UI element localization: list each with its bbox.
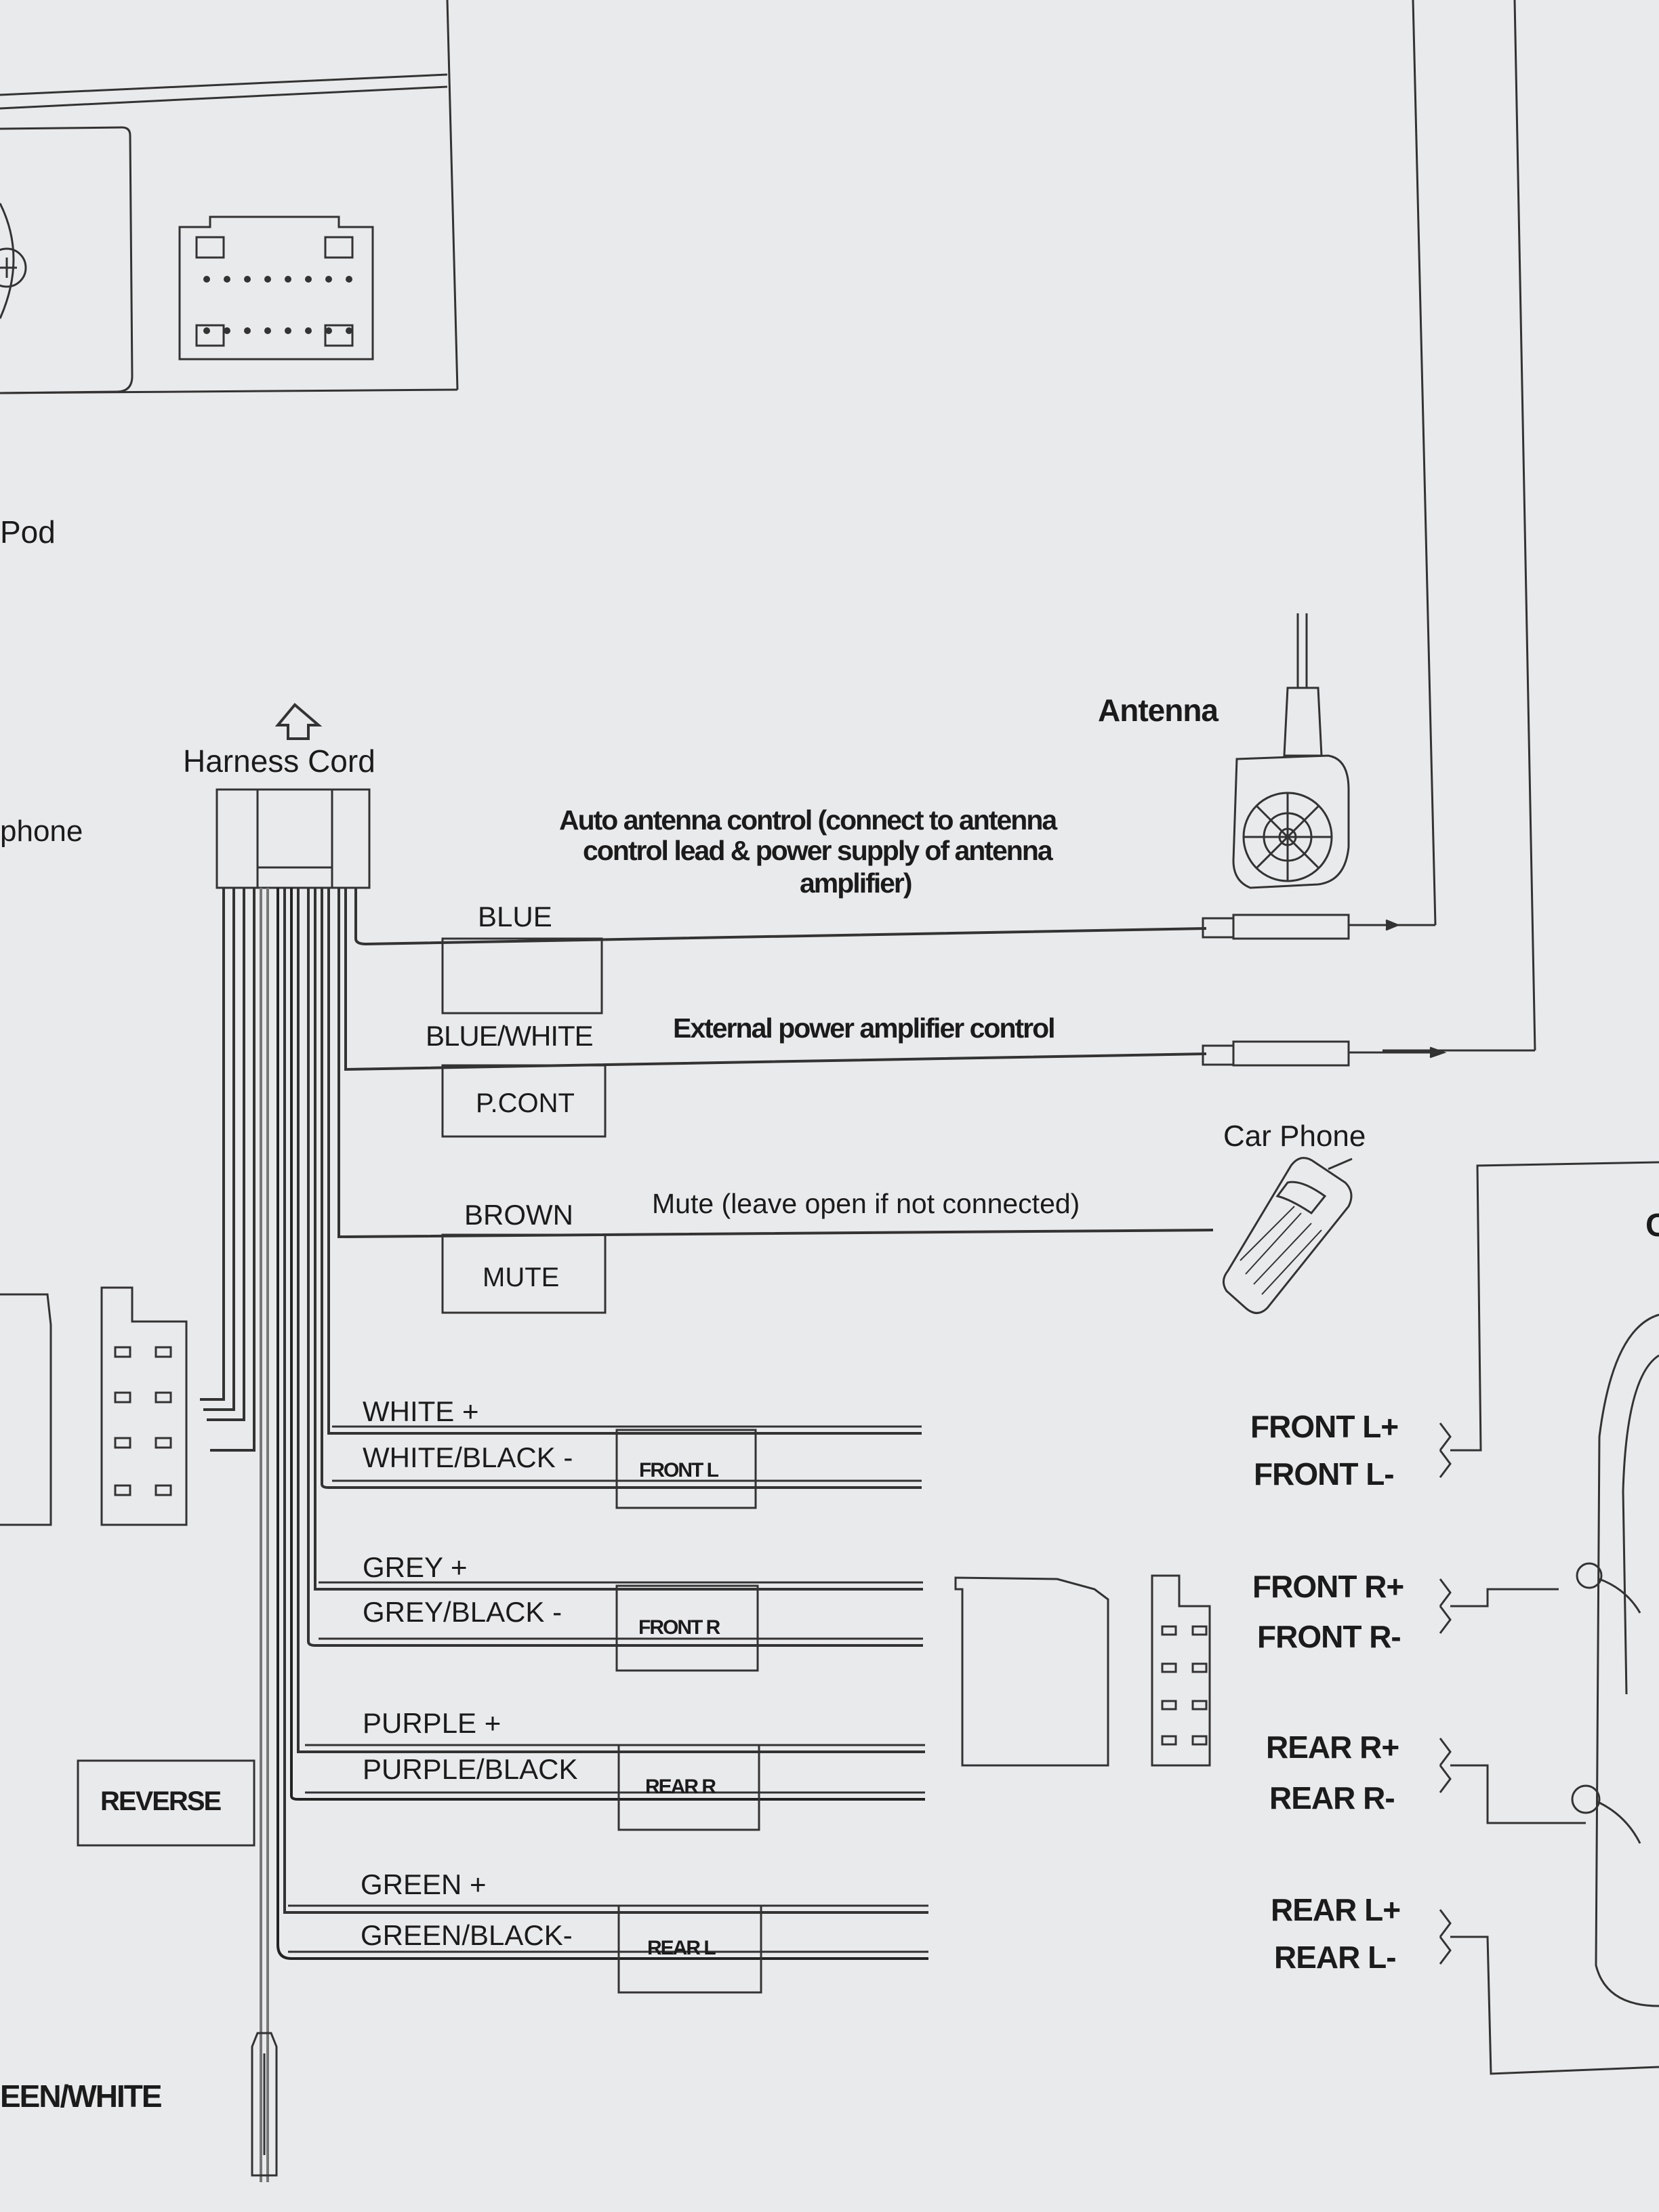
connector-pin (285, 276, 291, 283)
out-rear-l-pos: REAR L+ (1271, 1892, 1401, 1927)
connector-pin (244, 276, 251, 283)
green-white-fragment: EEN/WHITE (0, 2078, 163, 2114)
rear-l-box (617, 1904, 762, 1994)
speaker-plug-right (954, 1574, 1211, 1767)
blue-box (441, 937, 603, 1015)
wire-label-blue-white: BLUE/WHITE (426, 1020, 594, 1052)
reverse-label: REVERSE (100, 1786, 222, 1816)
wire-bundle (200, 888, 1214, 2182)
harness-cord-title: Harness Cord (183, 743, 375, 779)
amp-lead-connector (1202, 1040, 1447, 1067)
wire-label-green-neg: GREEN/BLACK- (361, 1919, 573, 1951)
out-front-l-pos: FRONT L+ (1250, 1409, 1399, 1444)
wire-label-grey-pos: GREY + (363, 1551, 468, 1583)
mute-note: Mute (leave open if not connected) (652, 1188, 1080, 1219)
amp-feed-line (1513, 0, 1536, 1051)
speaker-brackets (1439, 1161, 1659, 2075)
connector-pin (203, 327, 210, 334)
car-outline (1571, 1313, 1659, 2007)
connector-pin (264, 276, 271, 283)
wire-label-white-pos: WHITE + (363, 1395, 479, 1427)
connector-pin (325, 327, 332, 334)
phone-fragment: phone (0, 815, 83, 848)
external-amp-note: External power amplifier control (673, 1012, 1056, 1044)
antenna-title: Antenna (1098, 693, 1218, 728)
out-front-r-pos: FRONT R+ (1252, 1569, 1404, 1604)
wire-label-grey-neg: GREY/BLACK - (363, 1596, 562, 1628)
head-unit-outline (0, 0, 459, 394)
wire-label-purple-pos: PURPLE + (363, 1707, 501, 1739)
antenna-feed-line (1412, 0, 1437, 926)
antenna-drawing (1232, 613, 1350, 889)
wire-label-white-neg: WHITE/BLACK - (363, 1441, 573, 1473)
connector-pin (224, 276, 230, 283)
mute-box (441, 1233, 607, 1314)
car-fragment-label: C (1645, 1208, 1659, 1244)
mute-box-label: MUTE (483, 1263, 560, 1292)
ipod-fragment: Pod (0, 514, 56, 550)
front-l-box-label: FRONT L (639, 1459, 719, 1481)
car-phone-title: Car Phone (1223, 1120, 1366, 1153)
wire-label-blue: BLUE (478, 901, 552, 933)
out-rear-r-pos: REAR R+ (1266, 1729, 1399, 1765)
antenna-lead-connector (1202, 914, 1400, 940)
wire-label-brown: BROWN (464, 1199, 573, 1231)
connector-pin (224, 327, 230, 334)
pcont-box-label: P.CONT (476, 1088, 575, 1118)
out-front-r-neg: FRONT R- (1257, 1619, 1401, 1654)
connector-pin (305, 327, 312, 334)
connector-pin (346, 276, 352, 283)
front-r-box (615, 1584, 759, 1672)
front-r-box-label: FRONT R (638, 1616, 720, 1639)
connector-pin (203, 276, 210, 283)
out-rear-l-neg: REAR L- (1274, 1940, 1397, 1975)
connector-pin (305, 276, 312, 283)
rear-l-box-label: REAR L (647, 1937, 716, 1959)
wire-label-green-pos: GREEN + (361, 1868, 487, 1900)
antenna-control-note-line2: control lead & power supply of antenna (583, 835, 1053, 866)
connector-pin (244, 327, 251, 334)
reverse-box (77, 1759, 255, 1847)
speaker-return-lines (288, 1425, 928, 1953)
connector-pin (285, 327, 291, 334)
wire-label-purple-neg: PURPLE/BLACK (363, 1753, 578, 1785)
pcont-box (441, 1064, 607, 1138)
rear-r-box (617, 1744, 760, 1831)
out-front-l-neg: FRONT L- (1254, 1456, 1395, 1492)
speaker-plug-left (0, 1286, 188, 1526)
connector-dots (203, 276, 352, 334)
iso-connector-top (178, 216, 374, 361)
rear-r-box-label: REAR R (645, 1776, 716, 1798)
connector-pin (264, 327, 271, 334)
connector-pin (325, 276, 332, 283)
connector-pin (346, 327, 352, 334)
harness-block (216, 703, 371, 889)
antenna-control-note-line1: Auto antenna control (connect to antenna (559, 804, 1057, 836)
reverse-plug (251, 2032, 278, 2177)
car-phone-drawing (1223, 1157, 1353, 1314)
out-rear-r-neg: REAR R- (1269, 1780, 1395, 1816)
front-l-box (615, 1429, 757, 1509)
antenna-control-note-line3: amplifier) (800, 867, 913, 899)
